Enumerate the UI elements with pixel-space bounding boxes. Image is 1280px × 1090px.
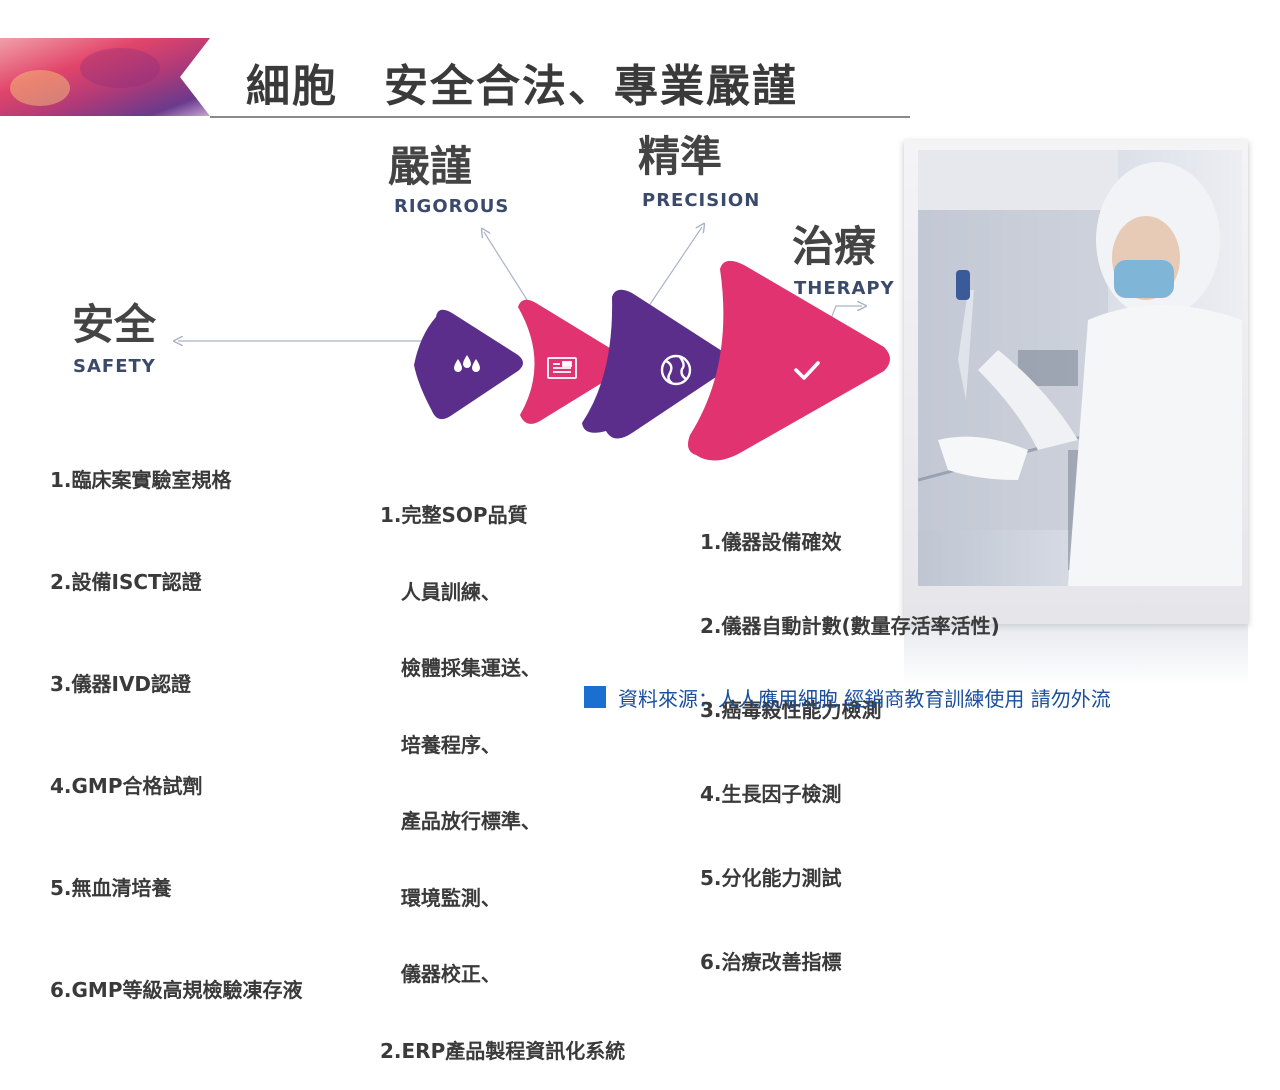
list-item: 產品放行標準、: [380, 809, 541, 833]
list-item: 1.儀器設備確效: [700, 530, 842, 554]
list-item: 3.儀器IVD認證: [50, 672, 192, 696]
rigorous-list: 1.完整SOP品質 人員訓練、 檢體採集運送、 培養程序、 產品放行標準、 環境…: [380, 452, 625, 1090]
therapy-title: 治療: [792, 222, 877, 271]
safety-list: 1.臨床案實驗室規格 2.設備ISCT認證 3.儀器IVD認證 4.GMP合格試…: [50, 395, 303, 1041]
arrow-therapy: [688, 260, 890, 461]
photo-reflection: [904, 624, 1248, 684]
list-item: 1.臨床案實驗室規格: [50, 468, 232, 492]
list-item: 6.治療改善指標: [700, 950, 842, 974]
process-arrows: [414, 260, 890, 461]
safety-title: 安全: [72, 300, 157, 349]
list-item: 1.完整SOP品質: [380, 503, 528, 527]
list-item: 檢體採集運送、: [380, 656, 541, 680]
list-item: 4.生長因子檢測: [700, 782, 842, 806]
list-item: 儀器校正、: [380, 962, 501, 986]
checkmark-icon: [794, 361, 820, 380]
globe-icon: [660, 354, 692, 386]
arrow-precision: [582, 289, 728, 439]
list-item: 2.ERP產品製程資訊化系統: [380, 1038, 626, 1063]
list-item: 環境監測、: [380, 885, 501, 910]
precision-title: 精準: [638, 132, 723, 181]
drops-icon: [454, 355, 480, 372]
title-divider: [210, 116, 910, 118]
list-item: 人員訓練、: [380, 579, 501, 604]
list-item: 5.無血清培養: [50, 876, 172, 900]
safety-subtitle: SAFETY: [73, 356, 156, 377]
list-item: 3.癌毒殺性能力檢測: [700, 698, 882, 722]
page-title: 細胞 安全合法、專業嚴謹: [246, 61, 798, 112]
lab-technician-photo: [918, 150, 1242, 586]
list-item: 6.GMP等級高規檢驗凍存液: [50, 978, 303, 1002]
list-item: 培養程序、: [380, 732, 501, 757]
therapy-subtitle: THERAPY: [794, 278, 895, 299]
rigorous-title: 嚴謹: [388, 142, 473, 191]
list-item: 4.GMP合格試劑: [50, 774, 203, 798]
source-marker: [584, 686, 606, 708]
therapy-list: 1.儀器設備確效 2.儀器自動計數(數量存活率活性) 3.癌毒殺性能力檢測 4.…: [700, 472, 1000, 1004]
source-note: 資料來源：人人應用細胞 經銷商教育訓練使用 請勿外流: [618, 687, 1111, 711]
list-item: 2.設備ISCT認證: [50, 570, 202, 594]
watercolor-banner: [0, 38, 210, 116]
rigorous-subtitle: RIGOROUS: [394, 196, 510, 217]
list-item: 2.儀器自動計數(數量存活率活性): [700, 614, 1000, 638]
list-item: 5.分化能力測試: [700, 866, 842, 890]
precision-subtitle: PRECISION: [642, 190, 761, 211]
document-icon: [547, 357, 577, 379]
